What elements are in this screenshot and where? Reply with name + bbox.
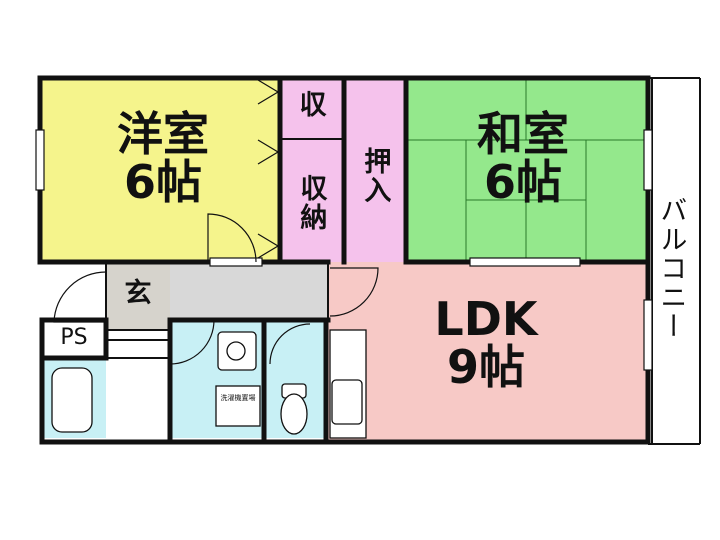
toilet-icon	[280, 393, 308, 435]
balcony-floor	[648, 80, 700, 444]
washer-space-icon	[215, 385, 261, 427]
western-room-size: 6帖	[123, 155, 202, 210]
storage-closet-label: 収納	[295, 174, 327, 232]
washer-space-note: 洗濯機置場	[220, 394, 256, 402]
japanese-room-label: 和室 6帖	[448, 110, 598, 207]
hall-floor	[170, 262, 328, 320]
western-room-name: 洋室	[117, 107, 209, 161]
windows	[35, 129, 653, 371]
japanese-room-size: 6帖	[483, 155, 562, 210]
walls	[37, 75, 651, 445]
storage-label: 収	[299, 90, 327, 121]
storage-small-floor	[282, 80, 344, 138]
western-room-floor	[42, 80, 278, 262]
ldk-floor	[328, 262, 646, 440]
japanese-room-name: 和室	[477, 107, 569, 161]
closet-label: 押入	[359, 147, 391, 205]
bathtub-icon	[51, 367, 93, 433]
ldk-size: 9帖	[446, 340, 525, 395]
ps-label: PS	[60, 325, 88, 350]
ldk-label: LDK 9帖	[406, 295, 566, 392]
door-swings	[53, 79, 379, 365]
storage-closet-floor	[282, 140, 344, 262]
balcony-label: バルコニー	[655, 195, 687, 341]
western-room-label: 洋室 6帖	[88, 110, 238, 207]
entrance-floor	[106, 262, 170, 330]
entrance-label: 玄	[124, 278, 152, 309]
ldk-name: LDK	[434, 292, 538, 346]
fixtures	[51, 329, 367, 439]
tatami-grid	[406, 80, 646, 262]
closet-floor	[346, 80, 406, 262]
